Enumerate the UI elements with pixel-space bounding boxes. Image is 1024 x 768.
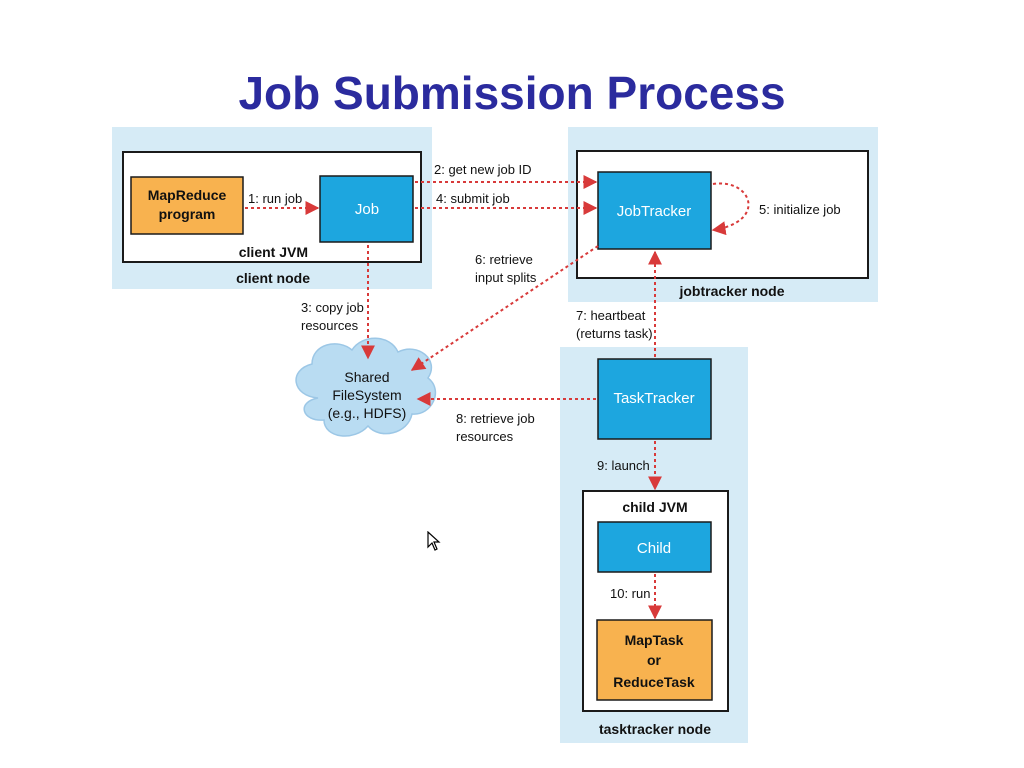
step-8-label-2: resources [456,429,514,444]
client-jvm-label: client JVM [239,244,308,260]
step-1-label: 1: run job [248,191,302,206]
step-7-label-1: 7: heartbeat [576,308,646,323]
job-label: Job [355,201,379,218]
step-9-label: 9: launch [597,458,650,473]
arrow-retrieve-splits [410,245,599,371]
shared-filesystem-cloud: Shared FileSystem (e.g., HDFS) [295,337,437,437]
step-6-label-2: input splits [475,270,537,285]
jobtracker-node: JobTracker jobtracker node [568,127,878,302]
jobtracker-box [597,171,712,250]
step-8-label-1: 8: retrieve job [456,411,535,426]
tasktracker-box [597,358,712,440]
arrow-initialize-job [711,182,750,236]
step-7-label-2: (returns task) [576,326,653,341]
step-2-label: 2: get new job ID [434,162,532,177]
slide-title: Job Submission Process [238,67,786,119]
filesystem-label-3: (e.g., HDFS) [328,405,407,421]
mapreduce-program-label-1: MapReduce [148,187,227,203]
step-labels: 1: run job 2: get new job ID 4: submit j… [248,162,841,601]
maptask-label-1: MapTask [625,632,684,648]
child-box [597,521,712,573]
tasktracker-node-label: tasktracker node [599,721,711,737]
tasktracker-node: TaskTracker child JVM Child MapTask or R… [560,347,748,743]
mouse-pointer-icon [427,531,441,551]
jobtracker-node-label: jobtracker node [678,283,784,299]
job-box [319,175,414,243]
maptask-label-2: or [647,652,662,668]
step-5-label: 5: initialize job [759,202,841,217]
filesystem-label-1: Shared [344,369,389,385]
jobtracker-label: JobTracker [617,203,691,220]
step-6-label-1: 6: retrieve [475,252,533,267]
mapreduce-program-box [130,176,244,235]
step-3-label-2: resources [301,318,359,333]
step-3-label-1: 3: copy job [301,300,364,315]
filesystem-label-2: FileSystem [332,387,401,403]
maptask-label-3: ReduceTask [613,674,695,690]
client-node-label: client node [236,270,310,286]
child-label: Child [637,540,671,557]
child-jvm-label: child JVM [622,499,687,515]
step-4-label: 4: submit job [436,191,510,206]
tasktracker-label: TaskTracker [613,390,694,407]
step-10-label: 10: run [610,586,650,601]
maptask-box [596,619,713,701]
mapreduce-program-label-2: program [159,206,216,222]
